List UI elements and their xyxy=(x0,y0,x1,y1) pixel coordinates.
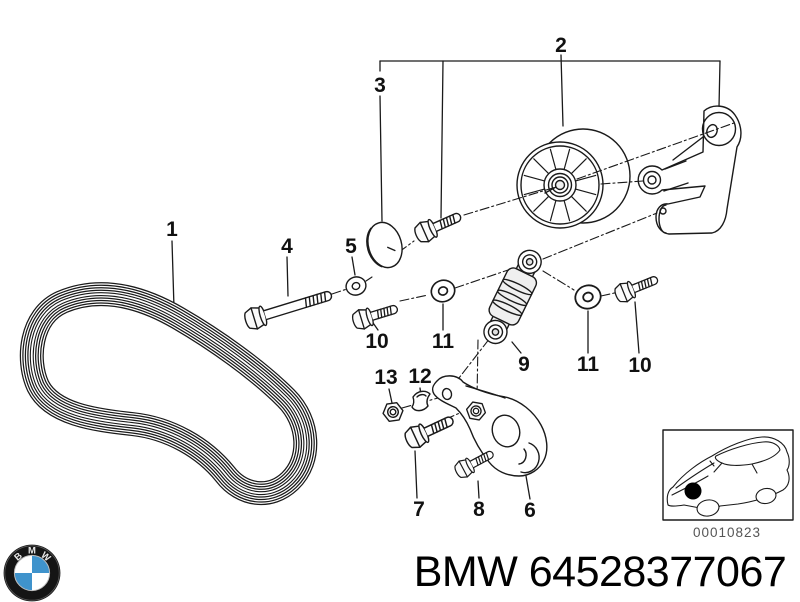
logo-quadrant-tr xyxy=(32,555,50,573)
logo-letter-m: M xyxy=(28,546,36,557)
callout-2-label: 2 xyxy=(555,34,567,57)
callout-9-label: 9 xyxy=(518,353,530,376)
washer-11-left-drawing xyxy=(427,276,459,306)
callout-5-label: 5 xyxy=(345,235,357,258)
dust-cap-drawing xyxy=(366,221,403,269)
logo-quadrant-bl xyxy=(14,573,32,591)
bmw-logo: B M W xyxy=(3,544,61,602)
location-dot xyxy=(684,482,702,500)
callout-labels: 1 2 3 4 5 10 11 9 11 10 13 12 7 8 6 xyxy=(166,34,652,522)
bolt-10-right-drawing xyxy=(611,269,662,306)
part-number-title: BMW 64528377067 xyxy=(413,548,787,596)
idler-pulley-drawing xyxy=(516,128,631,229)
washer-11-right-drawing xyxy=(571,281,605,313)
tensioner-damper-drawing xyxy=(483,249,542,345)
mounting-bracket-drawing xyxy=(637,105,742,235)
callout-6-label: 6 xyxy=(524,499,536,522)
pulley-spokes xyxy=(523,148,597,222)
callout-10-left-label: 10 xyxy=(365,330,388,353)
diagram-artwork: 00010823 1 2 3 4 5 10 11 9 11 10 13 12 7… xyxy=(32,34,794,540)
callout-10-right-label: 10 xyxy=(628,354,651,377)
nut-13-drawing xyxy=(381,401,405,423)
inset-code: 00010823 xyxy=(693,525,761,540)
washer-5-drawing xyxy=(343,273,369,299)
callout-leader-lines xyxy=(171,54,721,500)
callout-11-left-label: 11 xyxy=(432,330,455,353)
bolt-7-drawing xyxy=(401,409,459,452)
clip-12-drawing xyxy=(411,390,431,412)
pulley-bolt-drawing xyxy=(411,205,466,246)
vehicle-inset: 00010823 xyxy=(662,429,794,540)
callout-3-label: 3 xyxy=(374,74,386,97)
callout-12-label: 12 xyxy=(408,365,431,388)
callout-1-label: 1 xyxy=(166,218,178,241)
callout-8-label: 8 xyxy=(473,498,485,521)
callout-11-right-label: 11 xyxy=(577,353,600,376)
car-sketch xyxy=(666,436,790,517)
support-bracket-drawing xyxy=(431,375,548,477)
callout-4-label: 4 xyxy=(281,235,293,258)
assembly-axis-lines-front xyxy=(463,122,735,260)
callout-7-label: 7 xyxy=(413,498,425,521)
callout-13-label: 13 xyxy=(374,366,397,389)
